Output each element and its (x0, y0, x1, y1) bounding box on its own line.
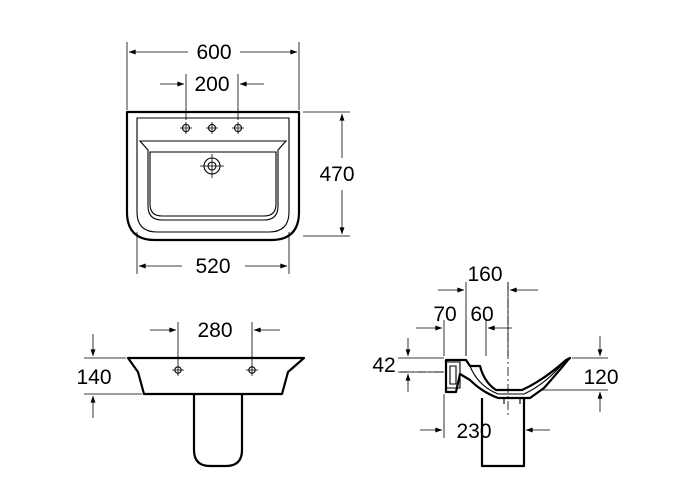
tap-hole-right (232, 122, 244, 134)
front-view: 280 140 (76, 319, 306, 468)
dim-bottom-width: 520 (195, 255, 230, 278)
basin-bowl (138, 140, 288, 221)
dim-tap-spacing: 200 (194, 73, 229, 96)
dim-offset-b: 60 (470, 303, 493, 326)
dim-rim-height: 42 (372, 354, 395, 377)
basin-outline-side (444, 356, 572, 400)
fixing-hole-right (246, 364, 258, 376)
side-view: 160 70 60 42 120 230 (372, 263, 619, 468)
drain-hole (200, 154, 224, 178)
tap-hole-left (180, 122, 192, 134)
basin-bowl-side (469, 359, 567, 395)
dim-height: 140 (76, 366, 111, 389)
basin-bowl-inner (149, 151, 277, 217)
basin-outline-front (126, 356, 306, 396)
top-view: 600 200 470 520 (125, 41, 355, 278)
basin-outline-top (125, 110, 301, 242)
dim-offset-a: 70 (433, 303, 456, 326)
tap-hole-center (206, 122, 218, 134)
dim-depth: 470 (319, 163, 354, 186)
dim-basin-height: 120 (583, 366, 618, 389)
pedestal-front (192, 394, 244, 468)
pedestal-side-inner (503, 398, 521, 404)
wall-bracket (446, 361, 461, 389)
basin-rim-inner (136, 117, 290, 233)
dim-tap-offset: 160 (467, 263, 502, 286)
fixing-hole-left (172, 364, 184, 376)
dim-overall-width: 600 (196, 41, 231, 64)
dim-fixing-spacing: 280 (197, 319, 232, 342)
dim-pedestal-distance: 230 (456, 420, 491, 443)
